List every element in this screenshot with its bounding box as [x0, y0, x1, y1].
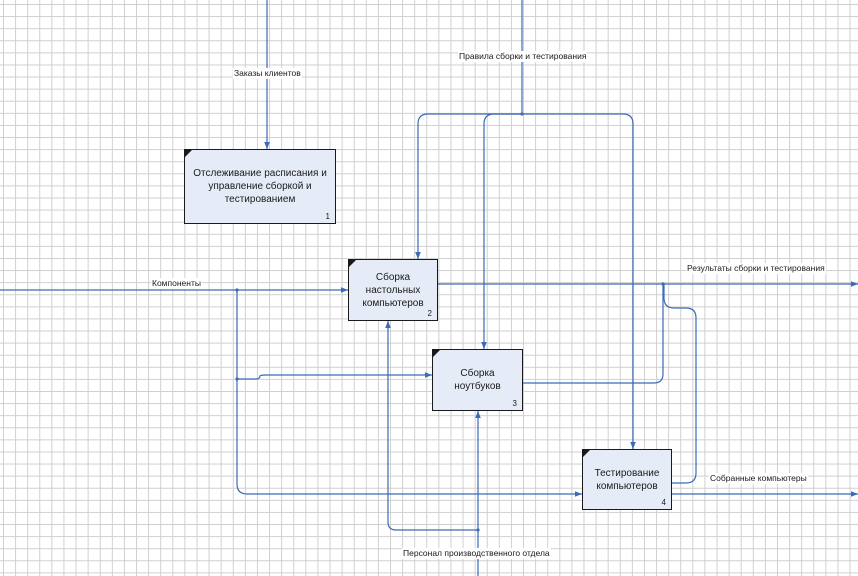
label-orders: Заказы клиентов: [233, 68, 302, 79]
arrow-box4-feedback: [663, 284, 697, 484]
arrow-rules-to-box4: [522, 113, 636, 449]
activity-box-number: 4: [661, 498, 666, 507]
junction-dot: [235, 288, 239, 292]
box-corner-mark: [185, 150, 192, 157]
arrow-components-to-box3: [237, 372, 432, 380]
activity-box-number: 2: [427, 309, 432, 318]
junction-dot: [476, 528, 480, 532]
arrow-rules-to-box3: [481, 113, 522, 349]
label-components: Компоненты: [151, 278, 202, 289]
arrow-rules-to-box2: [415, 113, 522, 259]
label-personnel: Персонал производственного отдела: [402, 548, 551, 559]
arrow-box3-output: [522, 284, 664, 384]
box-corner-mark: [583, 450, 590, 457]
activity-box-text: Тестирование компьютеров: [594, 467, 660, 492]
label-assembled: Собранные компьютеры: [709, 473, 808, 484]
box-corner-mark: [349, 260, 356, 267]
label-rules: Правила сборки и тестирования: [458, 51, 588, 62]
activity-box-1[interactable]: Отслеживание расписания и управление сбо…: [184, 149, 336, 224]
box-corner-mark: [433, 350, 440, 357]
junction-dot: [235, 377, 239, 381]
activity-box-2[interactable]: Сборка настольных компьютеров 2: [348, 259, 438, 321]
junction-dot: [661, 282, 665, 286]
label-results: Результаты сборки и тестирования: [686, 263, 826, 274]
junction-dot: [520, 112, 524, 116]
arrow-personnel-to-box2: [385, 321, 478, 531]
activity-box-text: Сборка настольных компьютеров: [362, 271, 424, 309]
activity-box-text: Сборка ноутбуков: [454, 368, 501, 392]
activity-box-4[interactable]: Тестирование компьютеров 4: [582, 449, 672, 510]
arrow-components-branch: [236, 290, 582, 497]
activity-box-text: Отслеживание расписания и управление сбо…: [193, 168, 327, 205]
activity-box-number: 3: [512, 399, 517, 408]
activity-box-number: 1: [325, 212, 330, 221]
activity-box-3[interactable]: Сборка ноутбуков 3: [432, 349, 523, 411]
